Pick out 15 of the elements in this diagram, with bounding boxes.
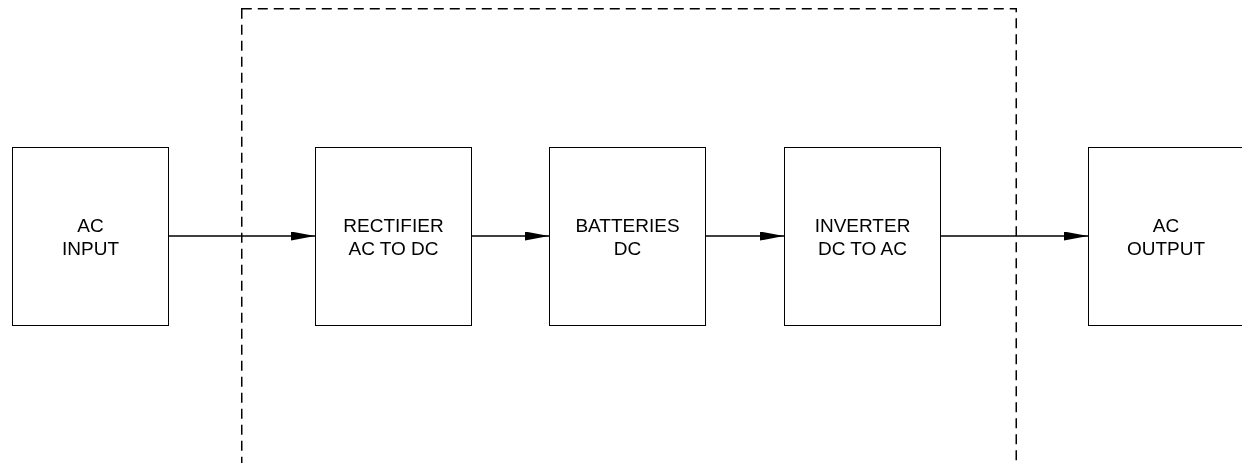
arrow <box>471 231 550 241</box>
box-label: BATTERIES DC <box>574 213 681 260</box>
process-box <box>549 147 706 326</box>
arrow <box>168 231 316 241</box>
process-box <box>784 147 941 326</box>
dashed-boundary-box <box>241 8 1017 463</box>
box-label: AC OUTPUT <box>1125 213 1207 260</box>
arrow <box>705 231 785 241</box>
arrow <box>940 231 1089 241</box>
box-label: RECTIFIER AC TO DC <box>342 213 445 260</box>
box-label: AC INPUT <box>61 213 120 260</box>
process-box <box>315 147 472 326</box>
process-box <box>12 147 169 326</box>
process-box <box>1088 147 1242 326</box>
box-label: INVERTER DC TO AC <box>813 213 912 260</box>
